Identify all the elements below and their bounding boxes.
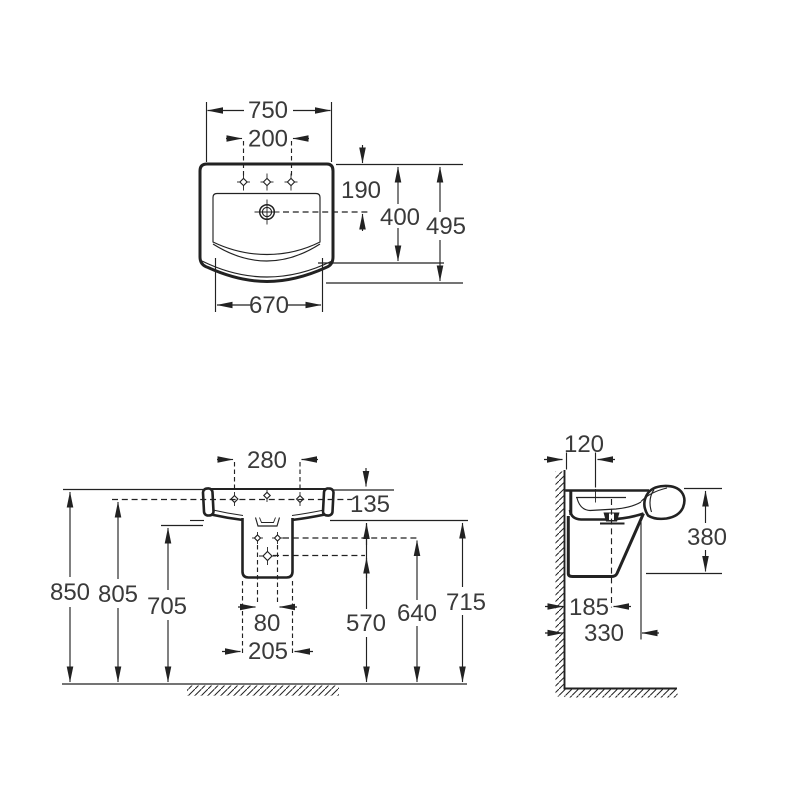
basin-left-cap [201,487,215,517]
dim-120: 120 [544,431,615,463]
dim-330: 330 [545,620,659,647]
side-bowl-dish [576,497,642,512]
wall-hatch [555,471,565,697]
tap-hole-center [260,173,274,191]
dim-750: 750 [205,97,333,162]
dim-850: 850 [50,491,90,683]
front-tap-hole-center [262,489,272,502]
side-body-bottom [566,512,645,578]
basin-underside-inner-left [212,509,244,516]
trap-cover-notch-inner [259,517,276,523]
dim-200: 200 [226,126,309,179]
dim-805: 805 [98,501,138,683]
dim-label-640: 640 [397,600,437,627]
dim-label-200: 200 [248,126,288,153]
dim-label-705: 705 [147,593,187,620]
dim-label-135: 135 [350,491,390,518]
dim-380: 380 [687,490,727,572]
dim-label-715: 715 [446,589,486,616]
dim-705: 705 [147,527,187,683]
dim-label-495: 495 [426,213,466,240]
basin-underside-left [210,513,244,522]
side-drain-slit [609,513,614,520]
ground-hatch [187,685,339,696]
dim-570: 570 [346,523,386,683]
dim-label-380: 380 [687,524,727,551]
dim-label-750: 750 [248,97,288,124]
dim-495: 495 [426,166,466,282]
side-apron [643,484,686,521]
basin-right-cap [321,487,335,517]
dim-label-400: 400 [380,204,420,231]
dim-135: 135 [350,468,390,518]
drain-hole [254,199,280,225]
dim-label-670: 670 [249,292,289,319]
dim-label-120: 120 [564,431,604,458]
dim-label-570: 570 [346,610,386,637]
dim-80: 80 [238,603,297,637]
side-rim-front-curve [640,487,668,502]
dim-label-280: 280 [247,447,287,474]
dim-190: 190 [341,145,381,231]
dim-280: 280 [217,447,318,474]
basin-front-inner-edge [201,260,333,278]
floor-hatch [564,689,678,698]
dim-label-80: 80 [254,610,281,637]
dim-label-185: 185 [569,594,609,621]
dim-640: 640 [397,540,437,683]
dim-label-190: 190 [341,177,381,204]
dim-400: 400 [380,166,420,262]
fixing-hole-left [252,532,263,544]
dim-label-205: 205 [248,638,288,665]
tap-hole-left [237,173,250,191]
dim-715: 715 [446,522,486,683]
tap-hole-right [284,173,298,191]
dim-label-330: 330 [584,620,624,647]
front-view: 280 135 850 805 705 80 [50,447,486,696]
basin-underside-inner-right [291,509,325,516]
dim-205: 205 [222,638,313,665]
basin-front-ledge [212,243,321,262]
side-view: 120 380 185 330 [544,431,727,698]
dim-185: 185 [545,594,631,621]
fixing-hole-right [272,532,283,544]
dim-670: 670 [214,258,324,319]
top-view: 750 200 190 400 495 [198,97,466,319]
basin-inner-rim [212,192,321,256]
basin-underside-right [291,513,326,522]
side-bowl-bottom [568,509,644,521]
dim-label-805: 805 [98,581,138,608]
dim-label-850: 850 [50,579,90,606]
trap-cover-notch [254,517,281,527]
side-apron-inner [649,489,655,513]
